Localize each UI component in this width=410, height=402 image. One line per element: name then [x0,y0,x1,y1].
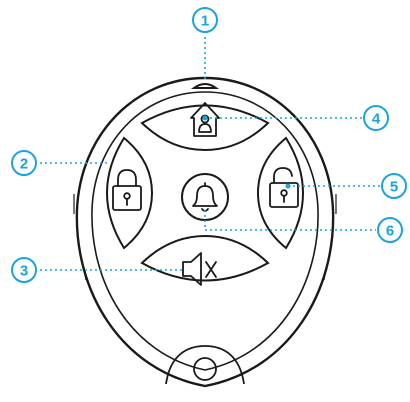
callout-badge-3: 3 [12,258,36,282]
callout-number: 2 [20,156,28,173]
callout-number: 1 [201,13,209,30]
callout-anchor-4 [203,116,208,121]
home-button[interactable] [142,106,268,151]
callout-anchor-5 [286,184,291,189]
callout-number: 6 [386,223,394,240]
panic-button[interactable] [182,174,228,220]
mute-button[interactable] [142,236,268,281]
keyring-hole [194,358,216,380]
callout-badge-4: 4 [364,106,388,130]
callout-badge-2: 2 [12,151,36,175]
callout-number: 3 [20,263,28,280]
callout-badge-1: 1 [193,8,217,32]
led-indicator [194,84,216,88]
callout-badge-6: 6 [378,218,402,242]
callout-badge-5: 5 [382,174,406,198]
callout-number: 5 [390,179,398,196]
callout-number: 4 [372,111,381,128]
